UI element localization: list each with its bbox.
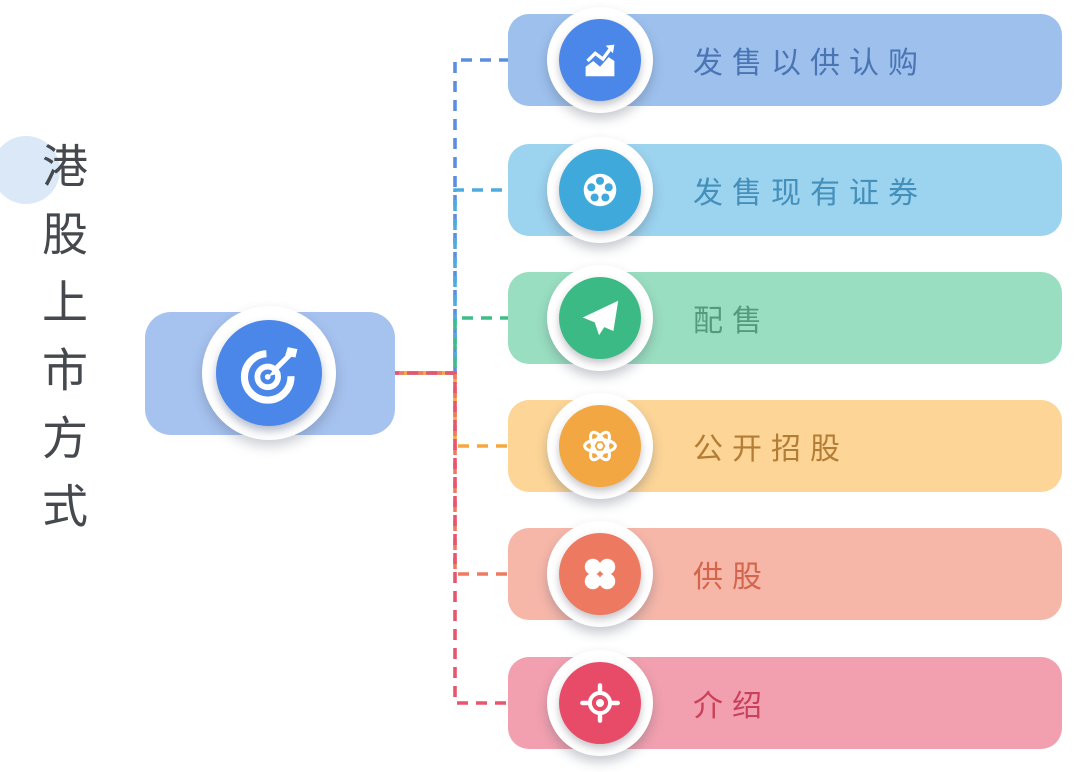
chart-growth-icon [559,19,641,101]
clover-icon [559,533,641,615]
hub-node [145,306,395,440]
branch-node-6: 介绍 [508,650,1062,756]
branch-node-1: 发售以供认购 [508,7,1062,113]
target-dart-icon [216,320,322,426]
paper-plane-icon [559,277,641,359]
branch-node-3: 配售 [508,265,1062,371]
branch-label: 发售现有证券 [693,177,927,210]
branch-label: 发售以供认购 [693,47,927,80]
target-compass-icon [559,662,641,744]
branch-node-2: 发售现有证券 [508,137,1062,243]
branch-node-5: 供股 [508,521,1062,627]
branch-label: 介绍 [693,690,771,723]
atom-icon [559,405,641,487]
page-title: 港股上市方式 [36,142,87,550]
decorative-circle [0,136,60,204]
branch-label: 公开招股 [693,433,849,466]
branch-node-4: 公开招股 [508,393,1062,499]
branch-label: 配售 [693,305,771,338]
branch-label: 供股 [693,561,771,594]
film-reel-icon [559,149,641,231]
